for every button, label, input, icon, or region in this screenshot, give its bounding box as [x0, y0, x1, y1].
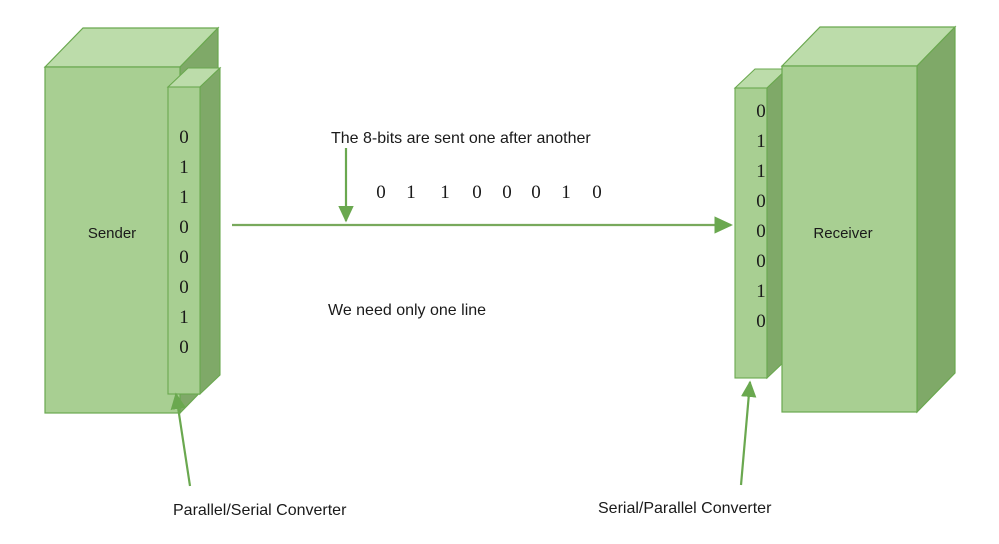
receiver-bit: 1 — [756, 161, 766, 182]
serial-stream-bit: 0 — [376, 182, 386, 203]
sender-bit: 0 — [179, 127, 189, 148]
sender-bit: 0 — [179, 277, 189, 298]
receiver-label: Receiver — [813, 225, 872, 242]
receiver-bit: 1 — [756, 281, 766, 302]
receiver-bit: 0 — [756, 251, 766, 272]
serial-stream-bit: 1 — [561, 182, 571, 203]
receiver-bit: 0 — [756, 191, 766, 212]
sender-box-front-face — [44, 66, 181, 414]
receiver-box: Receiver — [780, 25, 957, 414]
receiver-bit: 0 — [756, 311, 766, 332]
sender-bit: 1 — [179, 157, 189, 178]
bottom-note-text: We need only one line — [328, 302, 486, 319]
serial-stream-bits: 0 1 1 0 0 0 1 0 — [376, 182, 602, 203]
receiver-converter-strip: 0 1 1 0 0 0 1 0 — [733, 67, 789, 380]
receiver-box-side-face — [916, 25, 956, 414]
serial-stream-bit: 1 — [440, 182, 450, 203]
sender-bit: 0 — [179, 337, 189, 358]
sender-strip-side-face — [199, 66, 221, 396]
receiver-strip-front-face — [734, 87, 768, 379]
receiver-converter-callout-arrow — [739, 380, 757, 486]
serial-stream-bit: 0 — [592, 182, 602, 203]
serial-stream-bit: 0 — [502, 182, 512, 203]
receiver-bit: 0 — [756, 221, 766, 242]
sender-bit: 0 — [179, 247, 189, 268]
receiver-bit-column: 0 1 1 0 0 0 1 0 — [756, 101, 766, 332]
sender-bit-column: 0 1 1 0 0 0 1 0 — [179, 127, 189, 358]
receiver-box-front-face — [781, 65, 918, 413]
receiver-converter-caption: Serial/Parallel Converter — [598, 500, 772, 517]
sender-converter-caption: Parallel/Serial Converter — [173, 502, 347, 519]
serial-stream-bit: 1 — [406, 182, 416, 203]
serial-stream-bit: 0 — [531, 182, 541, 203]
receiver-bit: 0 — [756, 101, 766, 122]
sender-bit: 0 — [179, 217, 189, 238]
serial-stream-bit: 0 — [472, 182, 482, 203]
sender-label: Sender — [88, 225, 136, 242]
sender-converter-strip: 0 1 1 0 0 0 1 0 — [166, 66, 222, 396]
receiver-bit: 1 — [756, 131, 766, 152]
sender-bit: 1 — [179, 187, 189, 208]
sender-bit: 1 — [179, 307, 189, 328]
top-note-text: The 8-bits are sent one after another — [331, 130, 591, 147]
sender-converter-callout-arrow — [170, 392, 192, 487]
